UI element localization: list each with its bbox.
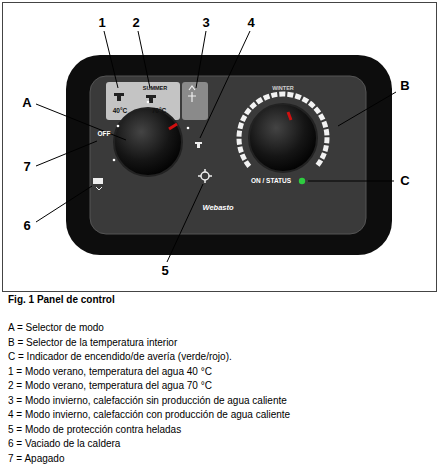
callout-number: 7 — [23, 160, 30, 174]
position-dot — [187, 127, 190, 130]
figure-frame — [3, 3, 437, 292]
winter-strip — [182, 82, 208, 120]
tap-icon — [114, 93, 124, 101]
position-dot — [113, 159, 116, 162]
legend-line: 7 = Apagado — [8, 452, 64, 463]
callout-letter: A — [22, 96, 31, 110]
panel-label: OFF — [98, 130, 111, 137]
panel-label: WINTER — [272, 85, 294, 91]
gear-icon — [201, 172, 209, 180]
callout-number: 4 — [247, 16, 254, 30]
legend-line: 5 = Modo de protección contra heladas — [8, 423, 181, 434]
heating-icon — [188, 86, 196, 102]
temperature-knob — [249, 104, 317, 172]
tap-icon — [146, 95, 156, 103]
legend-line: C = Indicador de encendido/de avería (ve… — [8, 351, 232, 362]
legend-line: 3 = Modo invierno, calefacción sin produ… — [8, 394, 287, 405]
knob-marker — [169, 124, 177, 129]
callout-number: 1 — [98, 16, 105, 30]
panel-housing — [66, 55, 392, 255]
position-dot — [147, 101, 150, 104]
status-led — [299, 178, 305, 184]
legend-line: 4 = Modo invierno, calefacción con produ… — [8, 409, 290, 420]
gear-icon — [198, 169, 212, 183]
drain-icon — [93, 178, 103, 184]
knob-marker — [288, 112, 291, 120]
callout-letter: C — [400, 174, 409, 188]
panel-label: 40°C — [113, 107, 128, 114]
legend-line: 6 = Vaciado de la caldera — [8, 438, 120, 449]
figure-caption: Fig. 1 Panel de control — [8, 294, 115, 305]
position-dot — [117, 125, 120, 128]
leader-lines — [36, 31, 396, 262]
callout-number: 5 — [161, 264, 168, 278]
legend-line: 1 = Modo verano, temperatura del agua 40… — [8, 365, 212, 376]
panel-label: SUMMER — [143, 85, 167, 91]
tap-icon — [195, 142, 202, 148]
callout-number: 6 — [23, 219, 30, 233]
panel-face — [90, 76, 366, 234]
panel-label: ON / STATUS — [251, 177, 291, 184]
callout-letter: B — [400, 79, 409, 93]
drain-icon — [96, 187, 102, 190]
callout-number: 2 — [132, 16, 139, 30]
legend-line: A = Selector de modo — [8, 322, 104, 333]
legend-line: B = Selector de la temperatura interior — [8, 336, 177, 347]
legend-line: 2 = Modo verano, temperatura del agua 70… — [8, 380, 212, 391]
brand-logo: Webasto — [202, 204, 233, 212]
mode-knob — [114, 108, 182, 176]
panel-label: 70°C — [152, 107, 167, 114]
callout-number: 3 — [202, 16, 209, 30]
